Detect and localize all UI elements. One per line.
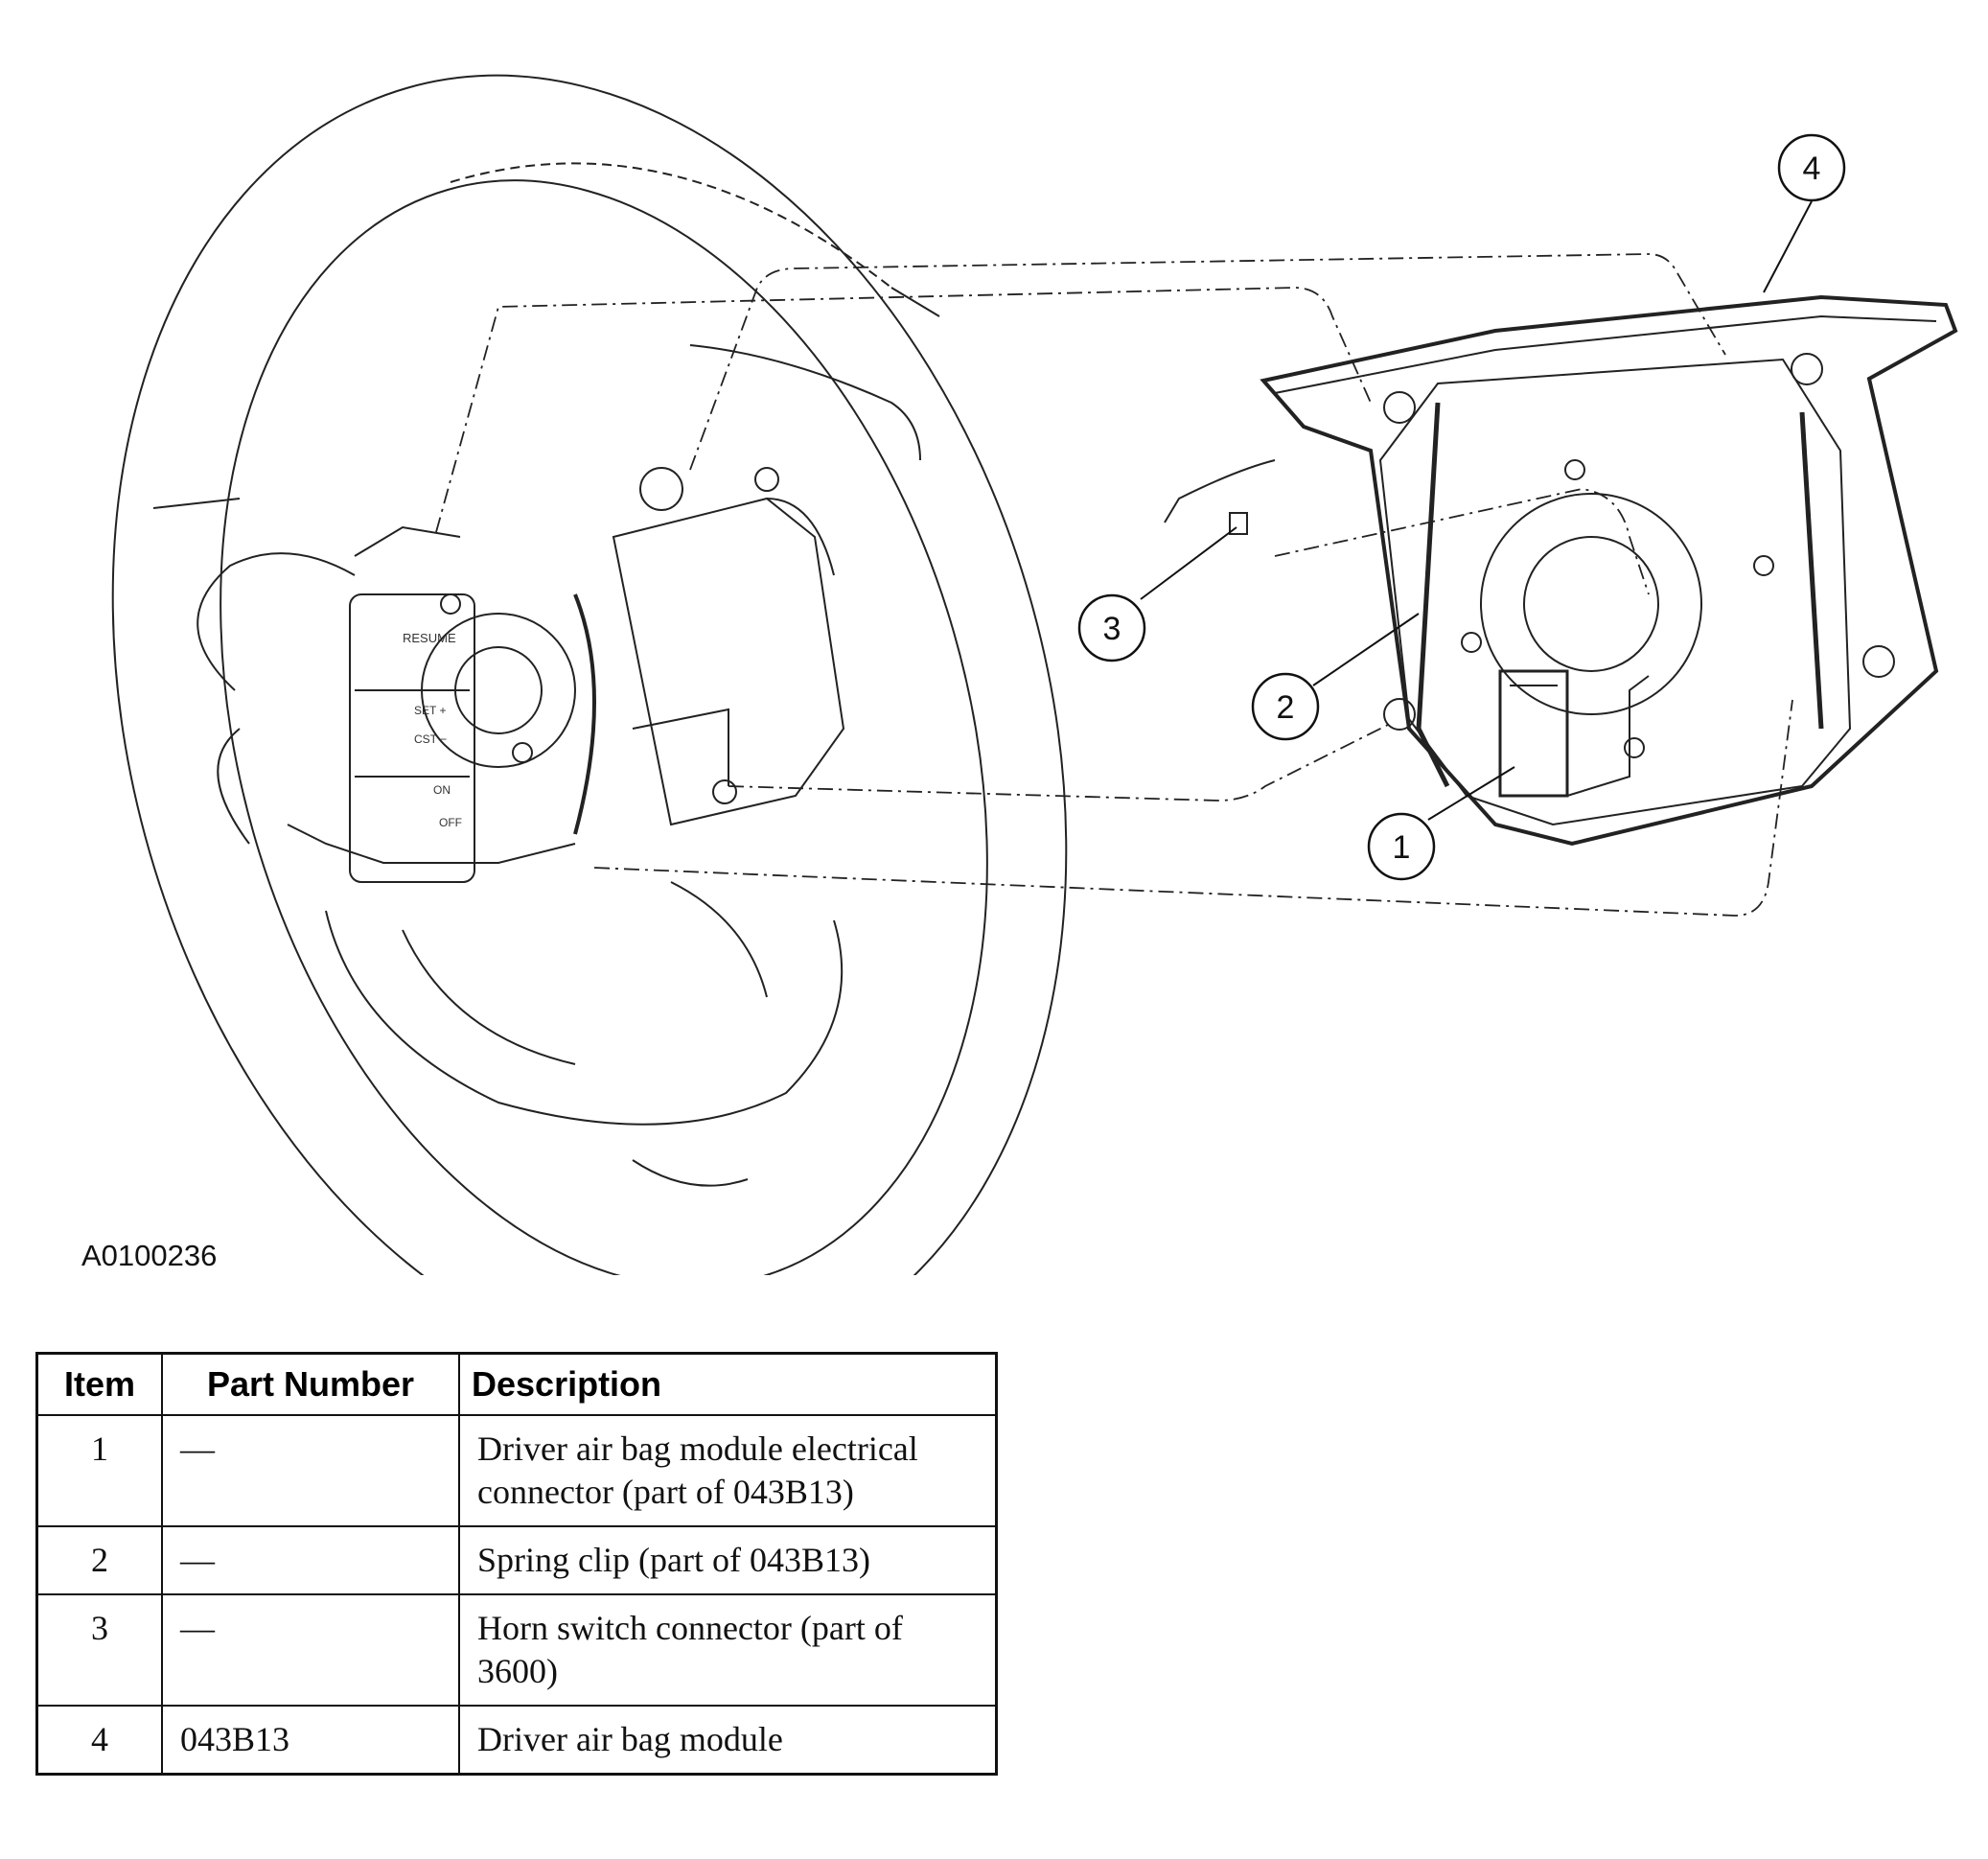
spring-clip [1416, 402, 1450, 788]
table-row: 1 — Driver air bag module electrical con… [35, 1414, 998, 1527]
callout-3: 3 [1077, 593, 1146, 662]
svg-text:2: 2 [1277, 689, 1295, 726]
callout-leaders [1140, 200, 1813, 821]
header-item: Item [35, 1352, 163, 1416]
switch-label-on: ON [433, 783, 451, 797]
callout-1: 1 [1367, 812, 1436, 881]
switch-label-resume: RESUME [403, 631, 456, 645]
airbag-module-cover [1260, 294, 1958, 847]
row-description: Horn switch connector (part of 3600) [458, 1593, 998, 1707]
switch-panel [349, 593, 475, 883]
row-part-number: — [161, 1414, 460, 1527]
row-part-number: — [161, 1525, 460, 1595]
upper-spoke [689, 344, 921, 461]
header-part-number: Part Number [161, 1352, 460, 1416]
steering-wheel-rim-outer [111, 74, 1068, 1275]
svg-text:4: 4 [1803, 151, 1821, 187]
header-description: Description [458, 1352, 998, 1416]
figure-id: A0100236 [81, 1239, 218, 1272]
row-item: 3 [35, 1593, 163, 1707]
table-header-row: Item Part Number Description [35, 1352, 998, 1416]
row-part-number: 043B13 [161, 1705, 460, 1776]
inflator [1480, 493, 1702, 715]
svg-text:1: 1 [1393, 829, 1411, 866]
svg-text:3: 3 [1103, 611, 1121, 647]
hub-center [421, 613, 576, 768]
table-row: 2 — Spring clip (part of 043B13) [35, 1525, 998, 1595]
horn-switch-connector [1164, 459, 1276, 523]
horn-wire [1566, 675, 1650, 797]
callout-4: 4 [1777, 133, 1846, 202]
row-description: Spring clip (part of 043B13) [458, 1525, 998, 1595]
airbag-module-frame [1378, 358, 1852, 826]
rim-seam [450, 162, 892, 289]
row-item: 1 [35, 1414, 163, 1527]
table-row: 3 — Horn switch connector (part of 3600) [35, 1593, 998, 1707]
clockspring-ring [573, 593, 596, 835]
switch-label-off: OFF [439, 816, 462, 829]
switch-label-cst: CST − [414, 732, 447, 746]
connector-block [1498, 669, 1569, 798]
row-item: 2 [35, 1525, 163, 1595]
switch-label-set: SET + [414, 704, 446, 717]
parts-table: Item Part Number Description 1 — Driver … [35, 1352, 998, 1776]
left-spoke [196, 552, 356, 691]
row-part-number: — [161, 1593, 460, 1707]
table-row: 4 043B13 Driver air bag module [35, 1705, 998, 1776]
row-description: Driver air bag module [458, 1705, 998, 1776]
lower-spoke [325, 910, 844, 1126]
steering-wheel-rim-inner [220, 179, 988, 1275]
row-description: Driver air bag module electrical connect… [458, 1414, 998, 1527]
alignment-lines [435, 253, 1793, 917]
steering-wheel-airbag-diagram: RESUME SET + CST − ON OFF [111, 74, 1958, 1275]
callout-2: 2 [1251, 672, 1320, 741]
row-item: 4 [35, 1705, 163, 1776]
